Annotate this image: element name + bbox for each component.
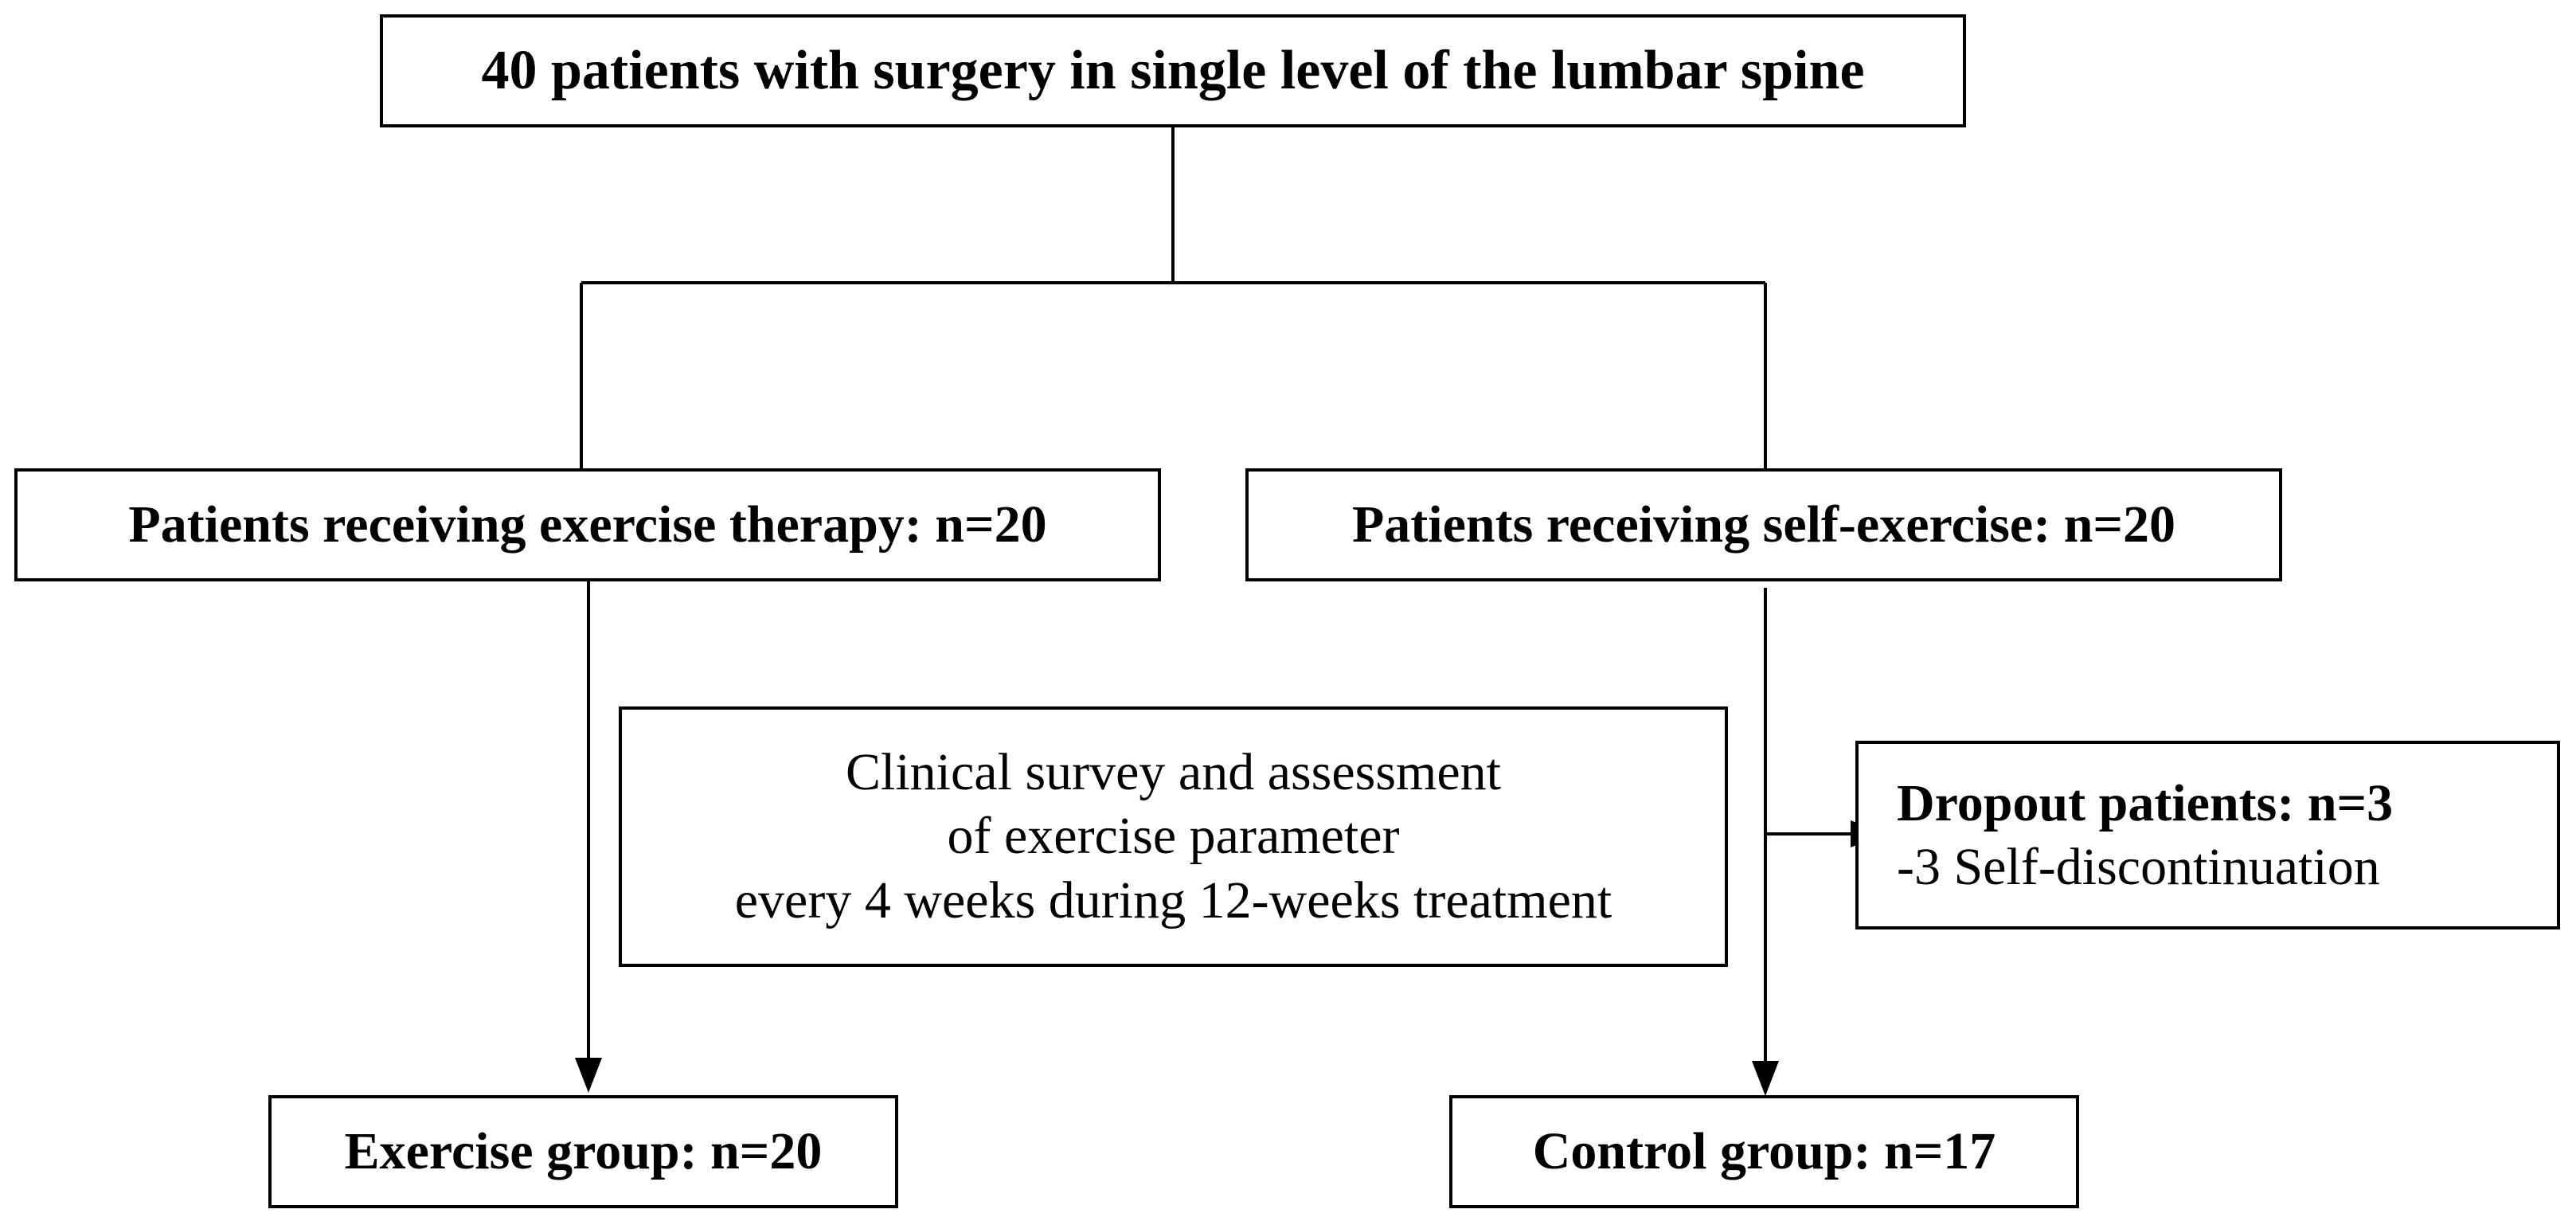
assessment-box: Clinical survey and assessment of exerci… [619, 706, 1728, 967]
assessment-line-2: of exercise parameter [947, 807, 1400, 866]
enrollment-label: 40 patients with surgery in single level… [481, 40, 1865, 101]
self-exercise-box: Patients receiving self-exercise: n=20 [1245, 468, 2282, 581]
dropout-detail: -3 Self-discontinuation [1897, 837, 2380, 896]
dropout-title: Dropout patients: n=3 [1897, 774, 2394, 833]
dropout-box: Dropout patients: n=3 -3 Self-discontinu… [1855, 741, 2560, 929]
exercise-group-label: Exercise group: n=20 [344, 1122, 823, 1180]
exercise-therapy-box: Patients receiving exercise therapy: n=2… [14, 468, 1161, 581]
control-group-label: Control group: n=17 [1532, 1122, 1996, 1180]
arrowhead-exercise [575, 1058, 602, 1093]
exercise-group-box: Exercise group: n=20 [268, 1095, 898, 1208]
arrowhead-control [1752, 1061, 1779, 1096]
assessment-line-3: every 4 weeks during 12-weeks treatment [734, 871, 1612, 929]
control-group-box: Control group: n=17 [1449, 1095, 2079, 1208]
exercise-therapy-label: Patients receiving exercise therapy: n=2… [128, 495, 1047, 554]
enrollment-box: 40 patients with surgery in single level… [380, 14, 1966, 127]
assessment-line-1: Clinical survey and assessment [845, 742, 1501, 801]
self-exercise-label: Patients receiving self-exercise: n=20 [1351, 495, 2176, 554]
